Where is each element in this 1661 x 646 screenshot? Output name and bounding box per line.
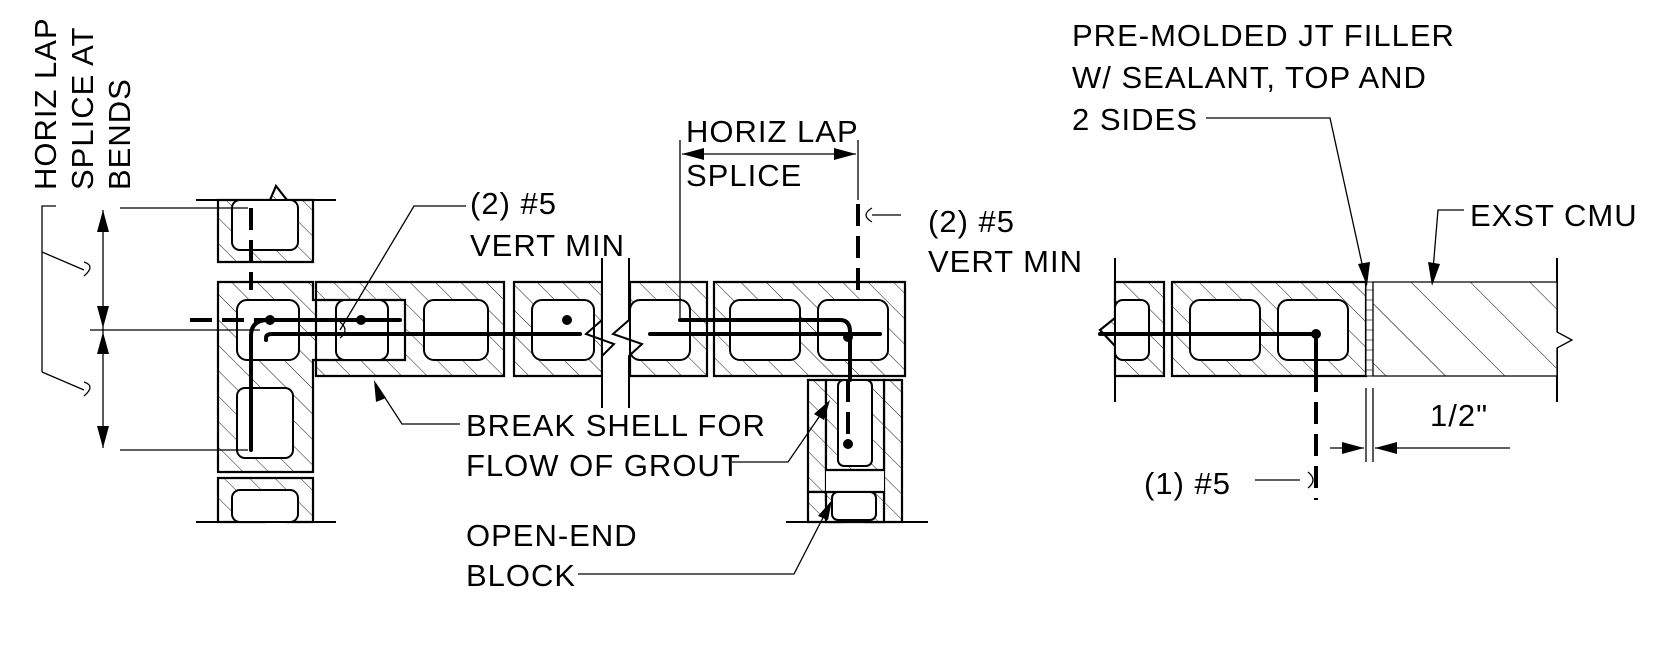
rebar	[190, 204, 882, 452]
note-exst-cmu: EXST CMU	[1470, 198, 1638, 233]
note-vert-min-left-2: VERT MIN	[470, 228, 625, 263]
note-horiz-lap-splice-2: SPLICE	[686, 158, 802, 193]
note-joint-filler-2: W/ SEALANT, TOP AND	[1072, 60, 1427, 95]
joint-rebar	[1098, 329, 1321, 500]
open-end-block	[786, 378, 928, 524]
wall-break-symbol	[584, 258, 644, 408]
new-cmu-blocks	[1098, 280, 1368, 378]
corner-wall-plan	[41, 140, 928, 575]
note-vert-min-left-1: (2) #5	[470, 186, 557, 221]
note-horiz-lap-bends-2: SPLICE AT	[65, 27, 100, 191]
bend-lap-dimension	[41, 205, 260, 451]
note-horiz-lap-bends-3: BENDS	[102, 78, 137, 190]
note-horiz-lap-bends-1: HORIZ LAP	[28, 17, 63, 190]
upper-wall-block	[196, 183, 336, 264]
note-bar-one: (1) #5	[1144, 466, 1231, 501]
left-leaders	[339, 205, 901, 575]
note-break-shell-2: FLOW OF GROUT	[466, 448, 741, 483]
note-break-shell-1: BREAK SHELL FOR	[466, 408, 766, 443]
joint-gap-dimension	[1330, 388, 1510, 462]
joint-detail	[1098, 117, 1574, 500]
existing-cmu	[1372, 281, 1574, 377]
note-open-end-1: OPEN-END	[466, 518, 638, 553]
notes: HORIZ LAP SPLICE AT BENDS (2) #5 VERT MI…	[28, 17, 1638, 593]
note-open-end-2: BLOCK	[466, 558, 576, 593]
joint-filler	[1365, 281, 1374, 377]
right-leaders	[1206, 117, 1464, 489]
note-gap-dimension: 1/2"	[1430, 398, 1488, 433]
note-joint-filler-1: PRE-MOLDED JT FILLER	[1072, 18, 1455, 53]
horiz-lap-dimension	[679, 140, 859, 318]
note-vert-min-right-1: (2) #5	[928, 204, 1015, 239]
note-joint-filler-3: 2 SIDES	[1072, 102, 1198, 137]
corner-block	[216, 280, 318, 474]
note-horiz-lap-splice-1: HORIZ LAP	[686, 114, 859, 149]
lower-wall-block	[196, 476, 336, 524]
note-vert-min-right-2: VERT MIN	[928, 244, 1083, 279]
